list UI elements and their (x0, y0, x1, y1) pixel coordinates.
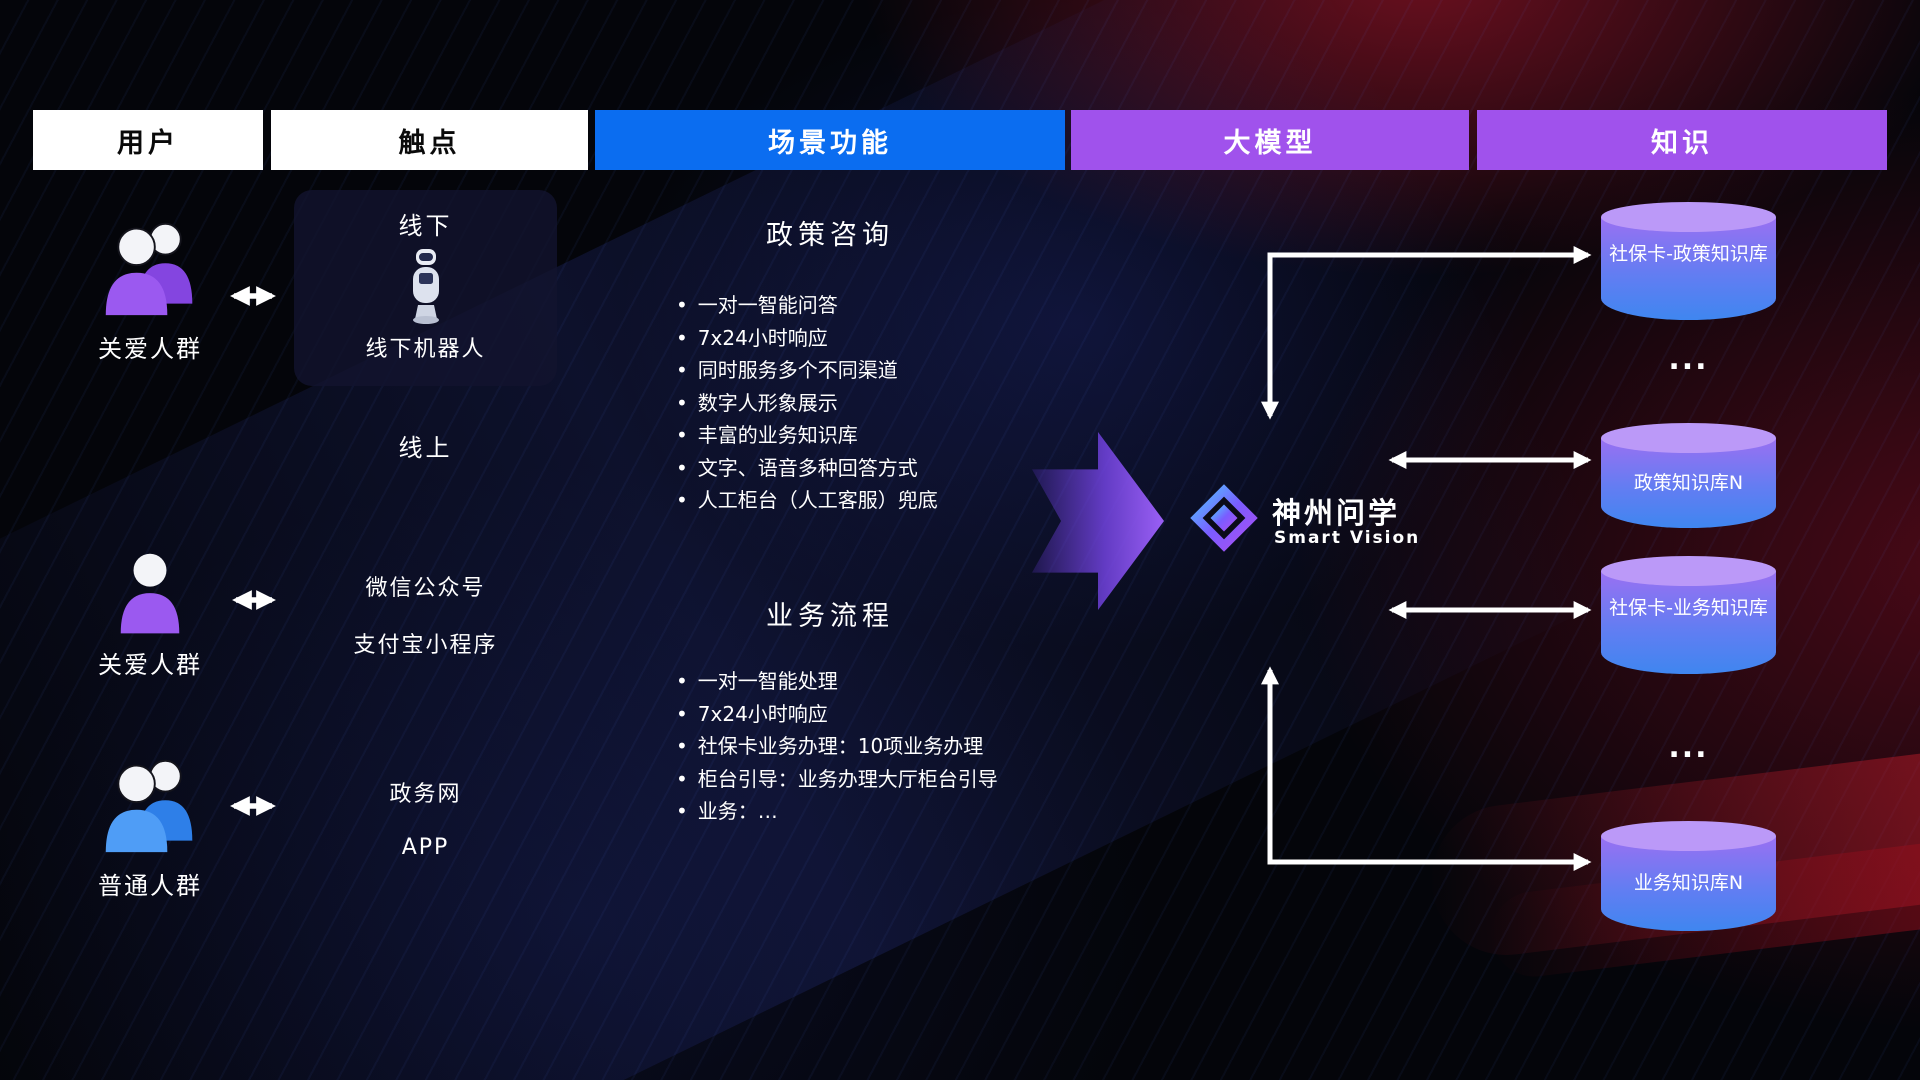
knowledge-db-business-ssc: 社保卡-业务知识库 (1601, 556, 1776, 674)
feature-item: 一对一智能处理 (676, 665, 998, 698)
feature-item: 业务：… (676, 795, 998, 828)
column-header-model: 大模型 (1071, 110, 1469, 170)
single-user-purple-icon (120, 553, 180, 634)
feature-item: 文字、语音多种回答方式 (676, 452, 938, 485)
feature-item: 7x24小时响应 (676, 322, 938, 355)
column-header-touchpoints: 触点 (271, 110, 588, 170)
ellipsis-more-dbs: ... (1668, 730, 1709, 765)
feature-item: 丰富的业务知识库 (676, 419, 938, 452)
knowledge-db-policy-n: 政策知识库N (1601, 423, 1776, 528)
model-subtitle: Smart Vision (1274, 528, 1421, 548)
database-cylinder-icon (1601, 571, 1776, 674)
database-cylinder-top (1601, 821, 1776, 851)
user-group-label: 关爱人群 (98, 335, 202, 363)
online-title: 线上 (398, 434, 453, 462)
feature-item: 一对一智能问答 (676, 289, 938, 322)
offline-touchpoint-card: 线下 线下机器人 (294, 190, 557, 386)
user-group-label: 普通人群 (98, 872, 202, 900)
user-group-general: 普通人群 (80, 752, 220, 901)
offline-title: 线下 (398, 212, 453, 240)
feature-item: 人工柜台（人工客服）兜底 (676, 484, 938, 517)
user-group-care-1: 关爱人群 (80, 215, 220, 364)
knowledge-db-policy-ssc: 社保卡-政策知识库 (1601, 202, 1776, 320)
database-cylinder-icon (1601, 217, 1776, 320)
touchpoint-app: APP (401, 835, 450, 860)
column-header-scenarios: 场景功能 (595, 110, 1065, 170)
feature-item: 社保卡业务办理：10项业务办理 (676, 730, 998, 763)
smart-vision-logo-icon (1190, 484, 1258, 552)
database-cylinder-icon (1601, 438, 1776, 528)
business-feature-list: 一对一智能处理 7x24小时响应 社保卡业务办理：10项业务办理 柜台引导：业务… (676, 665, 998, 828)
robot-icon (412, 249, 439, 324)
database-cylinder-icon (1601, 836, 1776, 931)
user-group-label: 关爱人群 (98, 651, 202, 679)
ellipsis-more-dbs: ... (1668, 342, 1709, 377)
knowledge-db-business-n: 业务知识库N (1601, 821, 1776, 931)
feature-item: 7x24小时响应 (676, 698, 998, 731)
feature-item: 数字人形象展示 (676, 387, 938, 420)
touchpoint-gov-web: 政务网 (389, 782, 462, 807)
touchpoint-wechat: 微信公众号 (365, 576, 486, 601)
knowledge-db-label: 社保卡-业务知识库 (1609, 597, 1768, 619)
feature-item: 同时服务多个不同渠道 (676, 354, 938, 387)
touchpoint-alipay: 支付宝小程序 (353, 633, 498, 658)
column-header-users: 用户 (33, 110, 263, 170)
scenario-title-policy: 政策咨询 (766, 220, 894, 251)
policy-feature-list: 一对一智能问答 7x24小时响应 同时服务多个不同渠道 数字人形象展示 丰富的业… (676, 289, 938, 517)
knowledge-db-label: 社保卡-政策知识库 (1609, 243, 1768, 265)
flow-arrow-icon (1032, 432, 1164, 610)
model-name: 神州问学 (1272, 496, 1401, 530)
group-users-purple-icon (105, 222, 193, 316)
knowledge-db-label: 业务知识库N (1633, 872, 1744, 894)
offline-robot-label: 线下机器人 (365, 337, 486, 362)
column-header-knowledge: 知识 (1477, 110, 1887, 170)
feature-item: 柜台引导：业务办理大厅柜台引导 (676, 763, 998, 796)
database-cylinder-top (1601, 556, 1776, 586)
knowledge-db-label: 政策知识库N (1633, 472, 1744, 494)
connector-model-to-business-n-icon (1261, 666, 1592, 871)
connector-model-to-policy-ssc-icon (1261, 246, 1592, 420)
database-cylinder-top (1601, 202, 1776, 232)
group-users-blue-icon (105, 759, 193, 853)
scenario-title-business: 业务流程 (766, 601, 894, 632)
user-group-care-2: 关爱人群 (98, 551, 200, 680)
database-cylinder-top (1601, 423, 1776, 453)
